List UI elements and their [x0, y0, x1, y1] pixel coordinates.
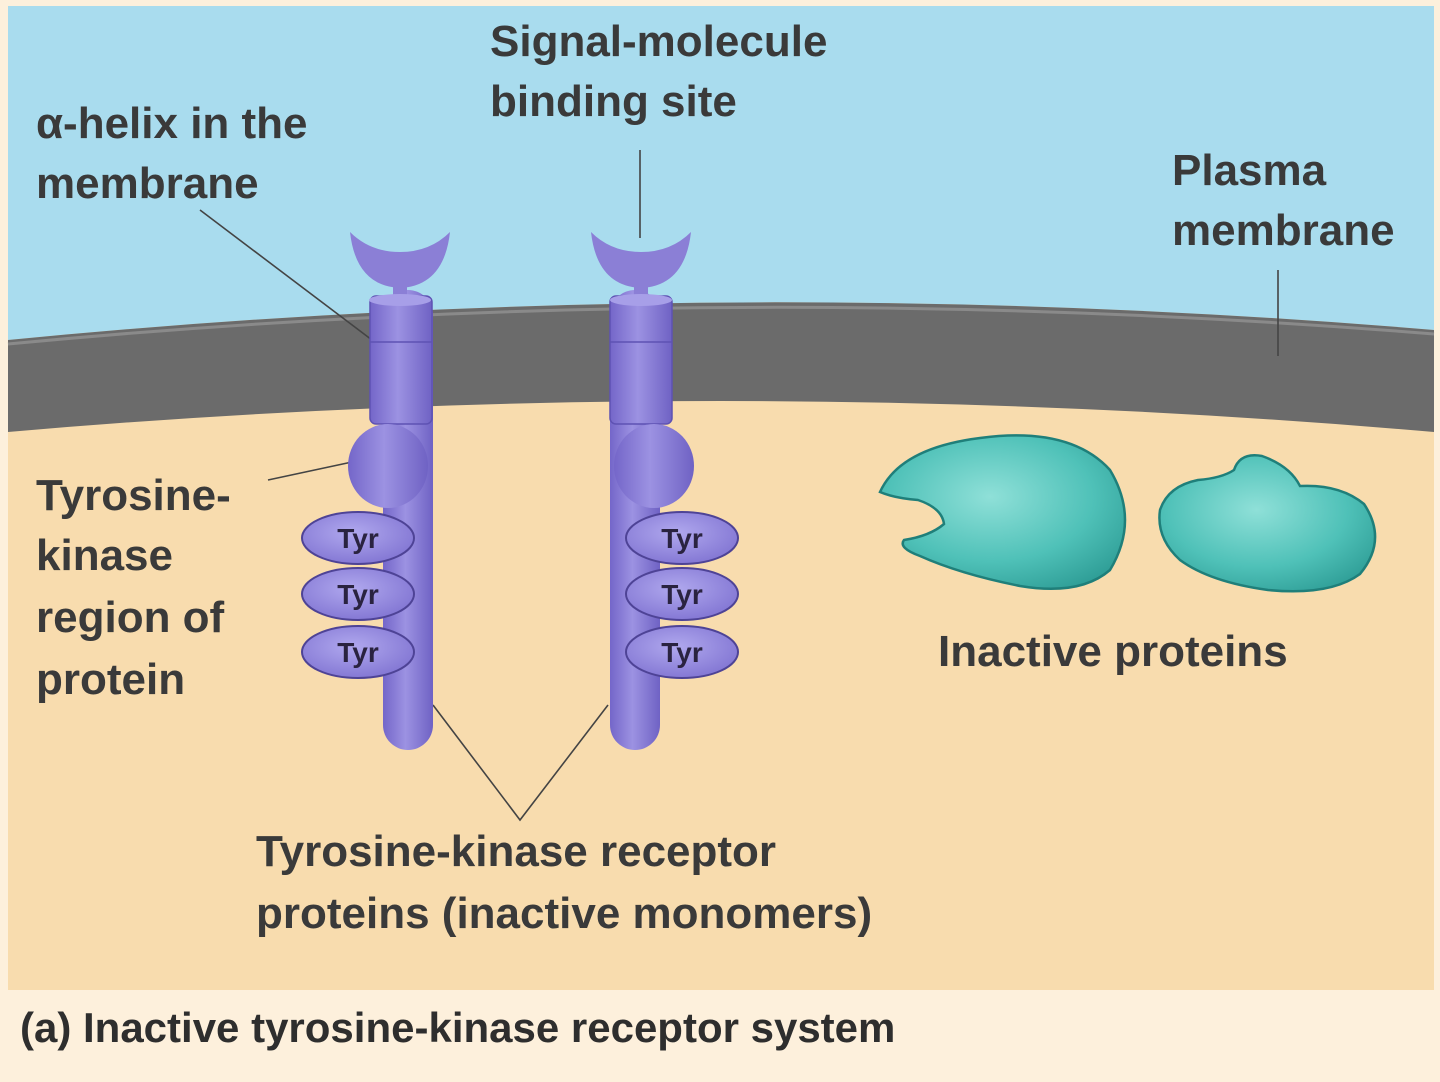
label-receptor-proteins: Tyrosine-kinase receptor proteins (inact… [256, 827, 872, 938]
tyr-residue: Tyr [301, 567, 415, 621]
svg-text:Tyr: Tyr [337, 523, 379, 554]
kinase-domain [348, 424, 428, 508]
binding-site-cup [591, 232, 691, 288]
membrane-highlight [7, 305, 1435, 346]
svg-text:Tyr: Tyr [661, 637, 703, 668]
alpha-helix-segment [609, 295, 673, 425]
tk-region-leader [267, 461, 353, 481]
binding-site-cup [350, 232, 450, 288]
tyr-residue: Tyr [625, 625, 739, 679]
tyr-residue: Tyr [301, 511, 415, 565]
label-alpha-helix: α-helix in the membrane [36, 99, 320, 208]
svg-text:Tyr: Tyr [661, 579, 703, 610]
tyr-residue: Tyr [301, 625, 415, 679]
receptor-protein-right: Tyr Tyr Tyr [591, 232, 739, 750]
kinase-domain [614, 424, 694, 508]
label-plasma-membrane: Plasma membrane [1172, 146, 1395, 255]
alpha-helix-leader [199, 209, 373, 341]
label-signal-binding-site: Signal-molecule binding site [490, 17, 840, 126]
receptor-leader [432, 704, 609, 822]
svg-text:Tyr: Tyr [661, 523, 703, 554]
inactive-protein-left [878, 434, 1127, 591]
alpha-helix-segment [369, 295, 433, 425]
svg-text:Tyr: Tyr [337, 579, 379, 610]
label-inactive-proteins: Inactive proteins [938, 627, 1288, 676]
receptor-protein-left: Tyr Tyr Tyr [301, 232, 450, 750]
label-tyrosine-kinase-region: Tyrosine- kinase region of protein [36, 471, 243, 704]
tyr-residue: Tyr [625, 567, 739, 621]
svg-text:Tyr: Tyr [337, 637, 379, 668]
tyr-residue: Tyr [625, 511, 739, 565]
figure-caption: (a) Inactive tyrosine-kinase receptor sy… [20, 1004, 895, 1051]
inactive-protein-right [1158, 454, 1377, 593]
